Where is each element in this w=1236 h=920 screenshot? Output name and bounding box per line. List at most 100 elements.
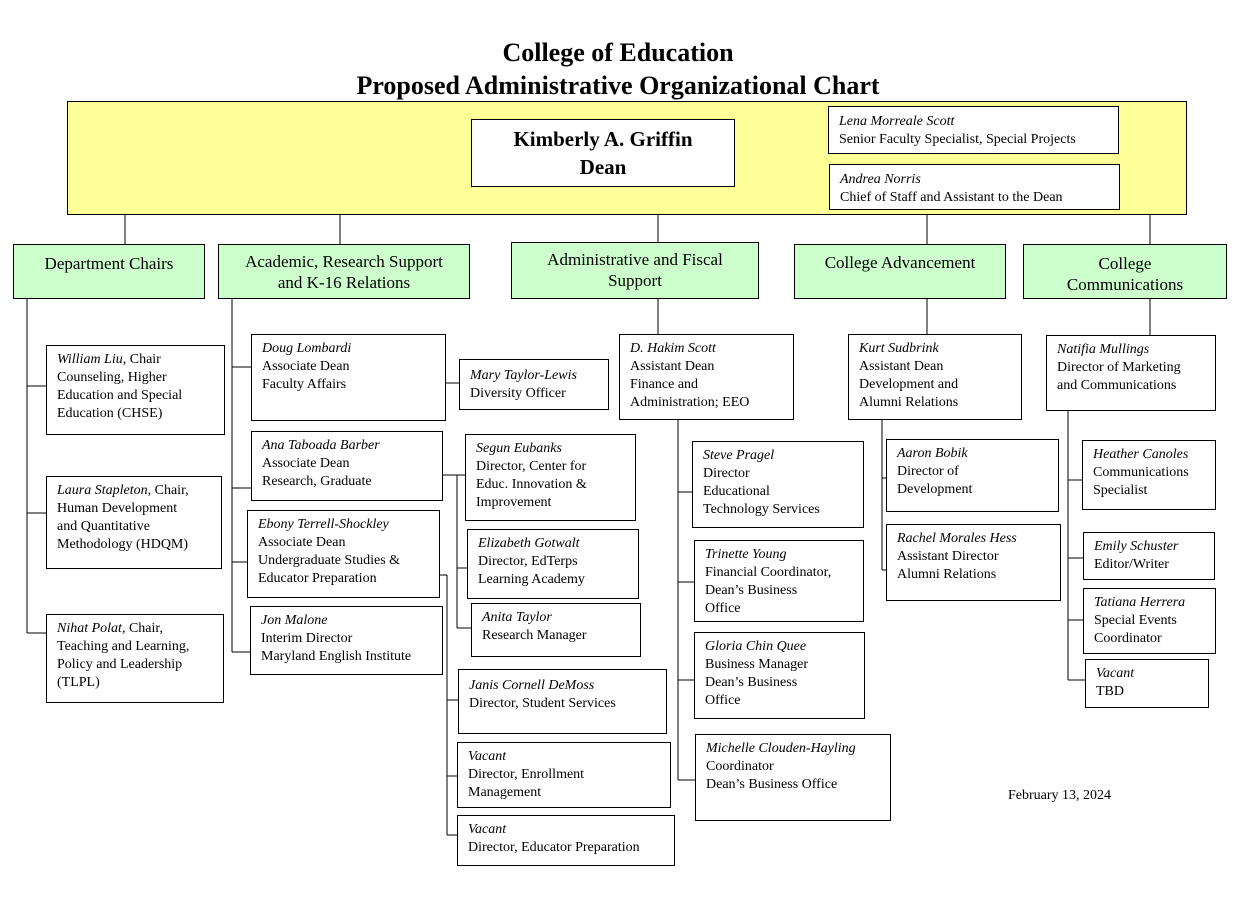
person-title: and Communications <box>1057 378 1177 393</box>
person-name: Vacant <box>468 749 507 764</box>
person-box: Segun Eubanks Director, Center for Educ.… <box>465 434 636 521</box>
person-name: Lena Morreale Scott <box>839 114 955 129</box>
dean-box: Kimberly A. Griffin Dean <box>471 119 735 187</box>
person-title: Chair, <box>128 621 163 636</box>
category-academic-research: Academic, Research Support and K-16 Rela… <box>218 244 470 299</box>
person-name: Jon Malone <box>261 613 328 628</box>
person-title: Senior Faculty Specialist, Special Proje… <box>839 132 1076 147</box>
person-name: Gloria Chin Quee <box>705 639 807 654</box>
person-name: Natifia Mullings <box>1057 342 1150 357</box>
dean-staff-box: Lena Morreale Scott Senior Faculty Speci… <box>828 106 1119 154</box>
person-box: Janis Cornell DeMoss Director, Student S… <box>458 669 667 734</box>
person-title: Associate Dean <box>262 359 350 374</box>
person-box: Mary Taylor-Lewis Diversity Officer <box>459 359 609 410</box>
person-name: Anita Taylor <box>482 610 552 625</box>
person-box: Natifia Mullings Director of Marketing a… <box>1046 335 1216 411</box>
person-title: Research, Graduate <box>262 474 372 489</box>
person-title: Coordinator <box>706 759 774 774</box>
person-title: Chair, <box>154 483 189 498</box>
person-box: Tatiana Herrera Special Events Coordinat… <box>1083 588 1216 654</box>
person-title: Research Manager <box>482 628 587 643</box>
person-box: Steve Pragel Director Educational Techno… <box>692 441 864 528</box>
person-name: Ebony Terrell-Shockley <box>258 517 389 532</box>
person-box: Ana Taboada Barber Associate Dean Resear… <box>251 431 443 501</box>
person-name: Michelle Clouden-Hayling <box>706 741 856 756</box>
person-box: Ebony Terrell-Shockley Associate Dean Un… <box>247 510 440 598</box>
person-title: Counseling, Higher <box>57 370 167 385</box>
person-name: Emily Schuster <box>1094 539 1179 554</box>
person-name: Ana Taboada Barber <box>262 438 380 453</box>
person-title: Communications <box>1093 465 1189 480</box>
chart-date: February 13, 2024 <box>1008 788 1112 803</box>
person-box: Doug Lombardi Associate Dean Faculty Aff… <box>251 334 446 421</box>
category-college-advancement: College Advancement <box>794 244 1006 299</box>
person-name: William Liu, <box>57 352 127 367</box>
person-name: Heather Canoles <box>1093 447 1189 462</box>
person-name: Segun Eubanks <box>476 441 562 456</box>
person-box: Laura Stapleton, Chair, Human Developmen… <box>46 476 222 569</box>
person-title: Editor/Writer <box>1094 557 1169 572</box>
person-title: Human Development <box>57 501 178 516</box>
person-title: Maryland English Institute <box>261 649 412 664</box>
person-title: Faculty Affairs <box>262 377 347 392</box>
person-title: Director, Center for <box>476 459 587 474</box>
person-title: Finance and <box>630 377 699 392</box>
person-title: Dean’s Business <box>705 675 798 690</box>
person-box: Vacant Director, Enrollment Management <box>457 742 671 808</box>
person-name: Kurt Sudbrink <box>859 341 939 356</box>
person-box: William Liu, Chair Counseling, Higher Ed… <box>46 345 225 435</box>
person-title: Dean’s Business <box>705 583 798 598</box>
person-box: Elizabeth Gotwalt Director, EdTerps Lear… <box>467 529 639 599</box>
dean-staff-box: Andrea Norris Chief of Staff and Assista… <box>829 164 1120 210</box>
person-box: Gloria Chin Quee Business Manager Dean’s… <box>694 632 865 719</box>
person-name: Janis Cornell DeMoss <box>469 678 595 693</box>
person-title: Specialist <box>1093 483 1148 498</box>
person-title: Financial Coordinator, <box>705 565 832 580</box>
person-box: Jon Malone Interim Director Maryland Eng… <box>250 606 443 675</box>
person-title: Director of <box>897 464 959 479</box>
person-title: Special Events <box>1094 613 1177 628</box>
person-name: Laura Stapleton, <box>57 483 152 498</box>
person-box: Michelle Clouden-Hayling Coordinator Dea… <box>695 734 891 821</box>
person-title: and Quantitative <box>57 519 150 534</box>
person-title: Business Manager <box>705 657 809 672</box>
person-title: Chair <box>129 352 161 367</box>
person-title: Technology Services <box>703 502 820 517</box>
chart-title-line1: College of Education <box>502 38 734 67</box>
person-name: Trinette Young <box>705 547 787 562</box>
person-title: Educational <box>703 484 770 499</box>
person-box: Emily Schuster Editor/Writer <box>1083 532 1215 580</box>
person-name: Mary Taylor-Lewis <box>470 368 577 383</box>
person-title: Director, Educator Preparation <box>468 840 640 855</box>
person-title: Office <box>705 601 741 616</box>
person-box: Rachel Morales Hess Assistant Director A… <box>886 524 1061 601</box>
person-name: Vacant <box>1096 666 1135 681</box>
person-title: Assistant Dean <box>859 359 944 374</box>
person-box: Vacant TBD <box>1085 659 1209 708</box>
person-title: Assistant Dean <box>630 359 715 374</box>
dean-name: Kimberly A. Griffin <box>513 127 693 151</box>
person-name: Rachel Morales Hess <box>897 531 1017 546</box>
person-title: Methodology (HDQM) <box>57 537 189 552</box>
person-title: Improvement <box>476 495 552 510</box>
person-title: Assistant Director <box>897 549 999 564</box>
person-title: Associate Dean <box>262 456 350 471</box>
person-box: Anita Taylor Research Manager <box>471 603 641 657</box>
chart-title-line2: Proposed Administrative Organizational C… <box>356 71 880 100</box>
person-title: Policy and Leadership <box>57 657 183 672</box>
dean-title: Dean <box>579 155 627 179</box>
person-title: Director, Enrollment <box>468 767 585 782</box>
category-college-communications: College Communications <box>1023 244 1227 299</box>
person-title: Education and Special <box>57 388 183 403</box>
person-title: Dean’s Business Office <box>706 777 838 792</box>
person-title: Teaching and Learning, <box>57 639 190 654</box>
person-title: (TLPL) <box>57 675 100 690</box>
person-name: Nihat Polat, <box>57 621 126 636</box>
person-title: Director, Student Services <box>469 696 616 711</box>
person-title: Educator Preparation <box>258 571 377 586</box>
person-title: Diversity Officer <box>470 386 566 401</box>
person-title: Development <box>897 482 973 497</box>
person-title: Administration; EEO <box>630 395 750 410</box>
person-title: Director <box>703 466 750 481</box>
person-box: D. Hakim Scott Assistant Dean Finance an… <box>619 334 794 420</box>
